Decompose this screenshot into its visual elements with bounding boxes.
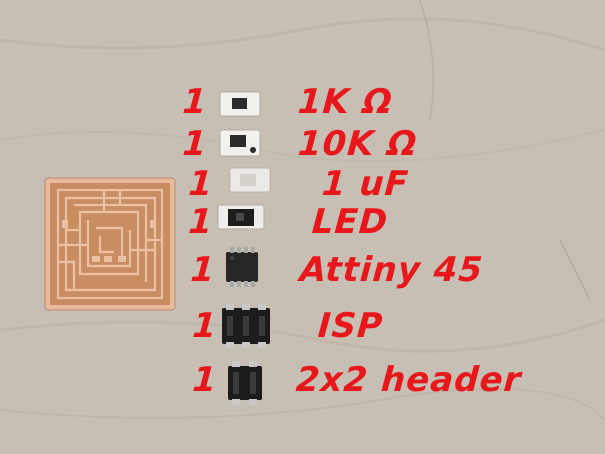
qty-label: 1 xyxy=(191,306,219,346)
part-label: ISP xyxy=(316,306,385,346)
qty-label: 1 xyxy=(181,124,209,164)
qty-label: 1 xyxy=(191,360,219,400)
part-label: 1 uF xyxy=(320,164,411,204)
isp-header-icon xyxy=(222,304,270,348)
capacitor-1uf-icon xyxy=(229,167,271,193)
attiny45-chip-icon xyxy=(226,247,258,287)
resistor-1k-icon xyxy=(219,91,261,117)
header-2x2-icon xyxy=(228,361,262,405)
part-label: 2x2 header xyxy=(294,360,523,400)
qty-label: 1 xyxy=(187,164,215,204)
part-label: LED xyxy=(310,202,390,242)
led-icon xyxy=(217,204,265,230)
part-label: 1K Ω xyxy=(296,82,395,122)
qty-label: 1 xyxy=(189,250,217,290)
qty-label: 1 xyxy=(181,82,209,122)
part-label: 10K Ω xyxy=(296,124,419,164)
resistor-10k-icon xyxy=(219,129,261,157)
pcb-board xyxy=(44,177,176,311)
qty-label: 1 xyxy=(187,202,215,242)
part-label: Attiny 45 xyxy=(298,250,485,290)
